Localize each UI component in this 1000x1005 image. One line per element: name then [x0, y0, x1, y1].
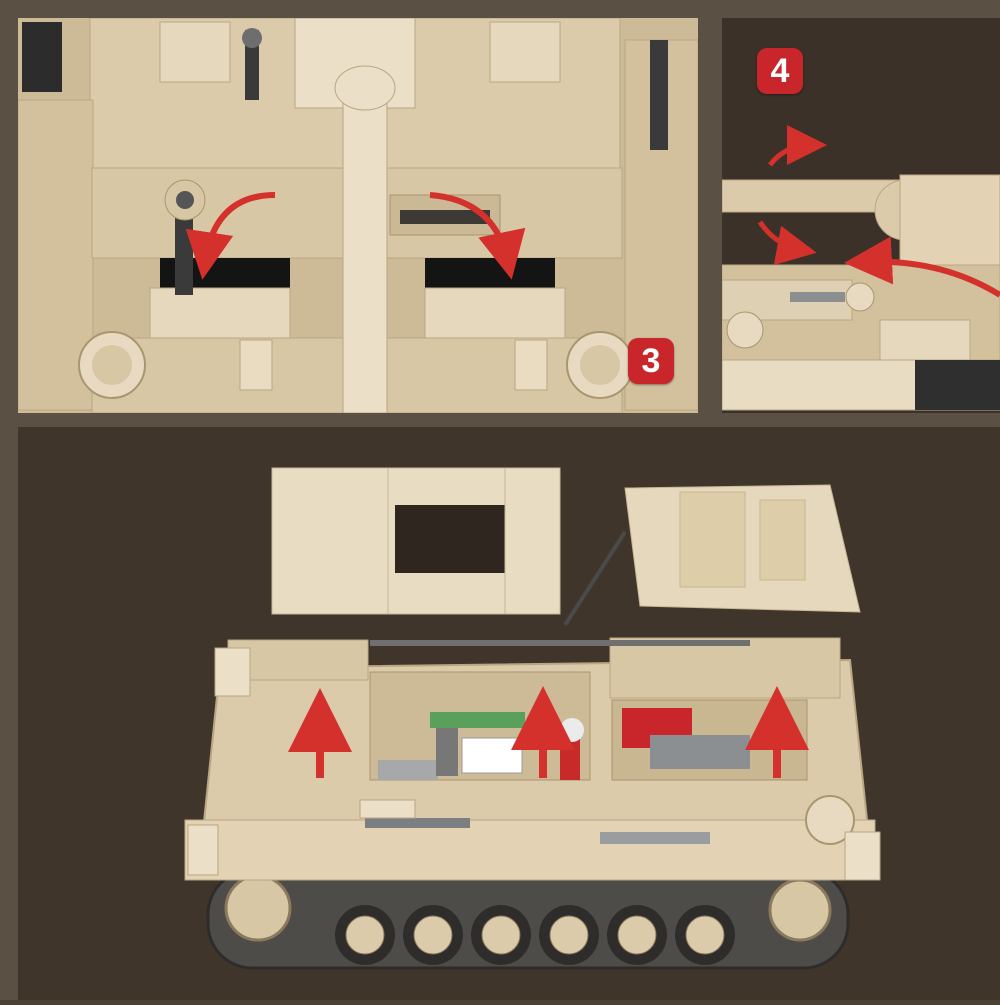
- road-wheel-hub: [345, 915, 385, 955]
- fender: [184, 819, 876, 881]
- engine-detail: [650, 735, 750, 769]
- panel-assembled-tank: [184, 467, 881, 970]
- road-wheel-hub: [549, 915, 589, 955]
- step-number-badge-4: 4: [757, 48, 803, 94]
- frame-plate-piece: [271, 467, 561, 615]
- road-wheel-hub: [481, 915, 521, 955]
- white-frame-piece: [461, 737, 523, 774]
- panel-divider-horizontal: [18, 413, 1000, 427]
- green-plate: [430, 712, 525, 728]
- track: [206, 868, 850, 970]
- antenna: [563, 530, 627, 627]
- step-number-badge-3: 3: [628, 338, 674, 384]
- tool-rod: [370, 640, 750, 646]
- road-wheel-hub: [685, 915, 725, 955]
- road-wheel-hub: [617, 915, 657, 955]
- stacked-plate-piece: [624, 484, 861, 613]
- road-wheel-hub: [413, 915, 453, 955]
- panel-step-3: [17, 17, 699, 414]
- panel-divider-vertical: [698, 18, 722, 413]
- road-wheels: [335, 905, 735, 965]
